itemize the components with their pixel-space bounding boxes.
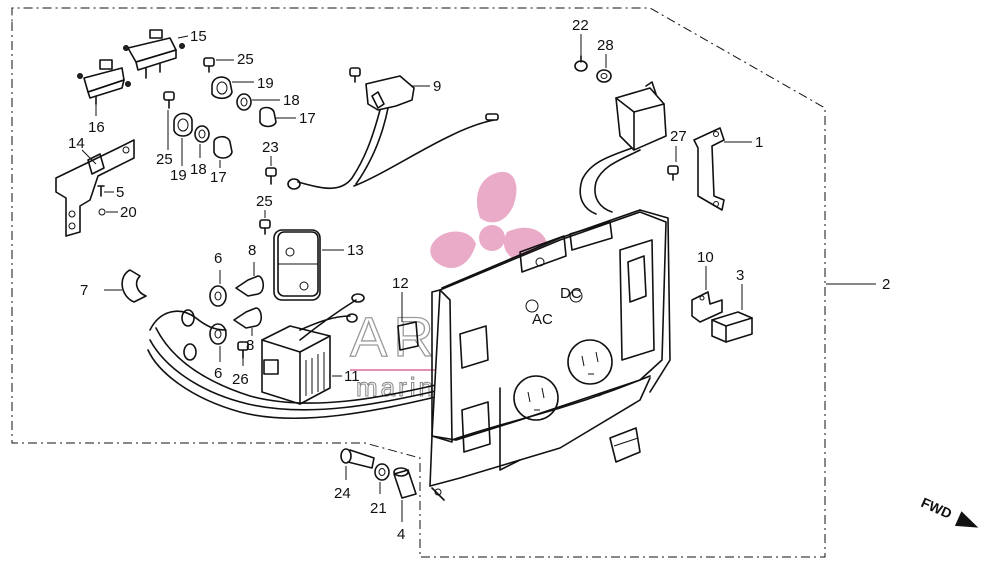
callout-13: 13 <box>347 242 364 259</box>
part-3-fuse-holder <box>711 311 753 343</box>
part-1-bracket <box>693 127 725 211</box>
part-10-bracket <box>691 291 723 323</box>
part-20-washer <box>98 208 106 216</box>
part-25-screw-b <box>163 91 175 109</box>
part-18-grommet-a <box>236 93 252 111</box>
part-23-screw <box>265 167 277 185</box>
callout-25-c: 25 <box>256 193 273 210</box>
fwd-label: FWD <box>919 494 955 522</box>
callout-15: 15 <box>190 28 207 45</box>
assembly-frame <box>11 7 826 558</box>
callout-18-a: 18 <box>283 92 300 109</box>
part-8-lamp-a <box>235 275 265 297</box>
callout-6-b: 6 <box>214 365 222 382</box>
part-cap-cover <box>609 427 641 463</box>
part-25-screw-a <box>203 57 215 73</box>
callout-27: 27 <box>670 128 687 145</box>
callout-9: 9 <box>433 78 441 95</box>
fwd-arrow-marker: FWD <box>919 494 979 528</box>
part-17-cap-a <box>259 106 277 128</box>
part-16-switch <box>77 59 131 105</box>
callout-20: 20 <box>120 204 137 221</box>
callout-25-b: 25 <box>156 151 173 168</box>
part-6-nut-a <box>209 285 227 307</box>
wire-harness <box>147 293 441 420</box>
callout-26: 26 <box>232 371 249 388</box>
part-18-grommet-b <box>194 125 210 143</box>
callout-17-a: 17 <box>299 110 316 127</box>
callout-25-a: 25 <box>237 51 254 68</box>
part-relay-unit <box>579 81 667 215</box>
callout-28: 28 <box>597 37 614 54</box>
callout-2: 2 <box>882 276 890 293</box>
callout-16: 16 <box>88 119 105 136</box>
part-12-fuse-cover <box>397 321 419 351</box>
part-17-cap-b <box>213 135 233 159</box>
part-15-switch <box>123 29 185 79</box>
control-panel: AC DC <box>429 209 671 501</box>
part-13-cover <box>273 229 321 301</box>
part-27-screw <box>667 165 679 181</box>
callout-5: 5 <box>116 184 124 201</box>
part-28-washer <box>596 69 612 83</box>
part-5-screw <box>97 185 105 197</box>
part-9-sensor <box>287 67 499 190</box>
part-19-bracket-b <box>173 112 193 137</box>
part-24-bolt <box>340 448 375 469</box>
part-8-lamp-b <box>233 307 263 329</box>
callout-21: 21 <box>370 500 387 517</box>
callout-12: 12 <box>392 275 409 292</box>
part-4-spacer <box>393 467 417 499</box>
callout-8-b: 8 <box>246 337 254 354</box>
part-19-bracket-a <box>211 76 233 100</box>
part-11-regulator <box>261 325 331 405</box>
part-14-bracket <box>55 139 135 237</box>
callout-3: 3 <box>736 267 744 284</box>
callout-19-b: 19 <box>170 167 187 184</box>
callout-11: 11 <box>344 368 360 385</box>
callout-8-a: 8 <box>248 242 256 259</box>
callout-7: 7 <box>80 282 88 299</box>
part-25-screw-c <box>259 219 271 235</box>
callout-24: 24 <box>334 485 351 502</box>
callout-1: 1 <box>755 134 763 151</box>
callout-14: 14 <box>68 135 85 152</box>
part-21-washer <box>374 463 390 481</box>
callout-10: 10 <box>697 249 714 266</box>
callout-4: 4 <box>397 526 405 543</box>
part-26-screw <box>237 341 249 359</box>
callout-18-b: 18 <box>190 161 207 178</box>
callout-17-b: 17 <box>210 169 227 186</box>
callout-22: 22 <box>572 17 589 34</box>
panel-label-ac: AC <box>532 311 553 328</box>
part-22-screw <box>574 55 588 72</box>
callout-6-a: 6 <box>214 250 222 267</box>
part-7-clip <box>121 269 147 303</box>
callout-23: 23 <box>262 139 279 156</box>
callout-19-a: 19 <box>257 75 274 92</box>
